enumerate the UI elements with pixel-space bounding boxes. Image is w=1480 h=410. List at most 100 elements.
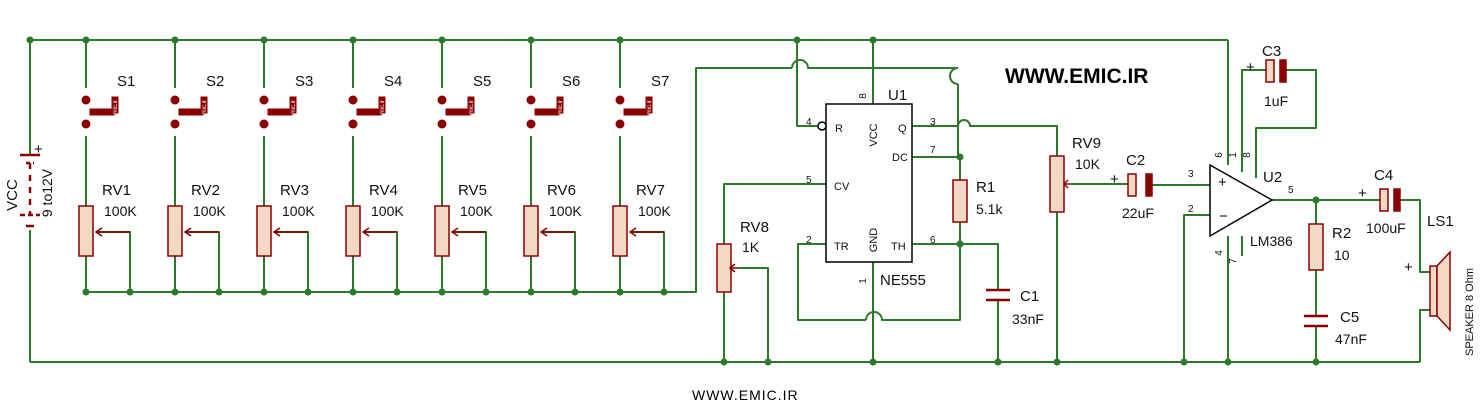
components: www.emic.ir www.emic.ir www.emic.ir www.emi… bbox=[20, 59, 1451, 332]
u2-body bbox=[1209, 163, 1274, 238]
c1-ref: C1 bbox=[1020, 288, 1039, 305]
c3-plate bbox=[1265, 59, 1275, 83]
u1-pin-q-name: Q bbox=[898, 123, 907, 135]
u1-ref: U1 bbox=[888, 87, 907, 104]
junction-dot bbox=[349, 288, 357, 296]
c1-value: 33nF bbox=[1012, 311, 1044, 327]
c3-plate bbox=[1279, 59, 1287, 83]
r2-body bbox=[1308, 223, 1324, 271]
channel-3: S3 RV3 100K bbox=[280, 73, 315, 219]
u1-pin-4: 4 bbox=[806, 117, 812, 128]
potentiometer-body bbox=[612, 205, 628, 257]
u1-pin-vcc-name: VCC bbox=[868, 123, 880, 146]
junction-dot bbox=[260, 288, 268, 296]
wire bbox=[796, 40, 818, 127]
junction-dot bbox=[869, 36, 877, 44]
u1-part: NE555 bbox=[880, 272, 926, 289]
junction-dot bbox=[260, 36, 268, 44]
pot-rv4-value: 100K bbox=[371, 203, 404, 219]
junction-dot bbox=[616, 36, 624, 44]
junction-dot bbox=[994, 358, 1002, 366]
potentiometer-body bbox=[256, 205, 272, 257]
wire bbox=[543, 231, 576, 292]
wire bbox=[276, 231, 309, 292]
switch-tag: www.emic.ir bbox=[647, 100, 653, 133]
channel-labels: S1 RV1 100K S2 RV2 100K S3 RV3 100K S4 R… bbox=[102, 73, 671, 219]
junction-dot bbox=[82, 288, 90, 296]
u1-body bbox=[825, 103, 913, 263]
r2-value: 10 bbox=[1334, 247, 1350, 263]
potentiometer-wiper bbox=[183, 227, 219, 237]
junctions bbox=[26, 36, 1320, 366]
rv8-wiper bbox=[728, 263, 739, 273]
c4-ref: C4 bbox=[1374, 167, 1393, 184]
c2-plate bbox=[1145, 173, 1153, 197]
wire bbox=[86, 67, 792, 293]
u1-pin-6: 6 bbox=[930, 235, 936, 246]
potentiometer-wiper bbox=[94, 227, 130, 237]
switch-tag: www.emic.ir bbox=[380, 100, 386, 133]
junction-dot bbox=[82, 36, 90, 44]
r1-body bbox=[952, 179, 968, 223]
junction-dot bbox=[171, 36, 179, 44]
vcc-ref: VCC bbox=[4, 179, 21, 211]
potentiometer-wiper bbox=[450, 227, 486, 237]
pot-rv6-label: RV6 bbox=[547, 182, 576, 199]
u1-pin-gnd-name: GND bbox=[868, 228, 880, 253]
u1-pin-8: 8 bbox=[858, 93, 869, 99]
switch-s4-label: S4 bbox=[384, 73, 402, 90]
pot-rv4-label: RV4 bbox=[369, 182, 398, 199]
u1-pin-cv-name: CV bbox=[834, 181, 850, 193]
potentiometer-body bbox=[167, 205, 183, 257]
u1-pin-th-name: TH bbox=[891, 241, 906, 253]
u1-reset-bubble bbox=[817, 121, 827, 131]
switch-tag: www.emic.ir bbox=[291, 100, 297, 133]
wire bbox=[949, 67, 959, 157]
junction-dot bbox=[720, 358, 728, 366]
rv8-value: 1K bbox=[742, 239, 760, 255]
u1-ne555: U1 NE555 R VCC Q DC CV TR GND TH 4 8 3 7… bbox=[806, 87, 936, 289]
junction-dot bbox=[527, 36, 535, 44]
channel-7: S7 RV7 100K bbox=[636, 73, 671, 219]
junction-dot bbox=[571, 288, 579, 296]
pot-rv2-label: RV2 bbox=[191, 182, 220, 199]
u2-pin-1: 1 bbox=[1228, 152, 1239, 158]
c3-value: 1uF bbox=[1264, 93, 1288, 109]
channel-6: S6 RV6 100K bbox=[547, 73, 582, 219]
vcc-battery-symbol bbox=[20, 153, 40, 228]
u1-pin-7: 7 bbox=[930, 145, 936, 156]
switch-s3-label: S3 bbox=[295, 73, 313, 90]
junction-dot bbox=[527, 288, 535, 296]
c2-value: 22uF bbox=[1122, 205, 1154, 221]
junction-dot bbox=[482, 288, 490, 296]
junction-dot bbox=[393, 288, 401, 296]
u2-pin-5: 5 bbox=[1288, 185, 1294, 196]
potentiometer-body bbox=[345, 205, 361, 257]
u1-pin-dc-name: DC bbox=[892, 152, 908, 164]
wire bbox=[739, 267, 769, 362]
wire bbox=[1400, 199, 1430, 273]
wire bbox=[791, 59, 958, 69]
u1-pin-5: 5 bbox=[806, 175, 812, 186]
junction-dot bbox=[349, 36, 357, 44]
junction-dot bbox=[956, 240, 964, 248]
footer-watermark: WWW.EMIC.IR bbox=[692, 387, 799, 403]
switch-tag: www.emic.ir bbox=[113, 100, 119, 133]
wire bbox=[1241, 69, 1266, 172]
switch-s2-label: S2 bbox=[206, 73, 224, 90]
junction-dot bbox=[1224, 358, 1232, 366]
junction-dot bbox=[215, 288, 223, 296]
wire bbox=[912, 243, 999, 290]
c1-plates bbox=[986, 288, 1010, 302]
u2-pin-4: 4 bbox=[1214, 250, 1225, 256]
c5-value: 47nF bbox=[1335, 331, 1367, 347]
ls1-ref: LS1 bbox=[1427, 213, 1454, 230]
vcc-value: 9 to12V bbox=[39, 168, 55, 217]
c3-ref: C3 bbox=[1262, 43, 1281, 60]
vcc-plus: + bbox=[34, 141, 43, 158]
wire bbox=[1255, 69, 1317, 178]
pot-rv3-value: 100K bbox=[282, 203, 315, 219]
junction-dot bbox=[660, 288, 668, 296]
pot-rv1-label: RV1 bbox=[102, 182, 131, 199]
